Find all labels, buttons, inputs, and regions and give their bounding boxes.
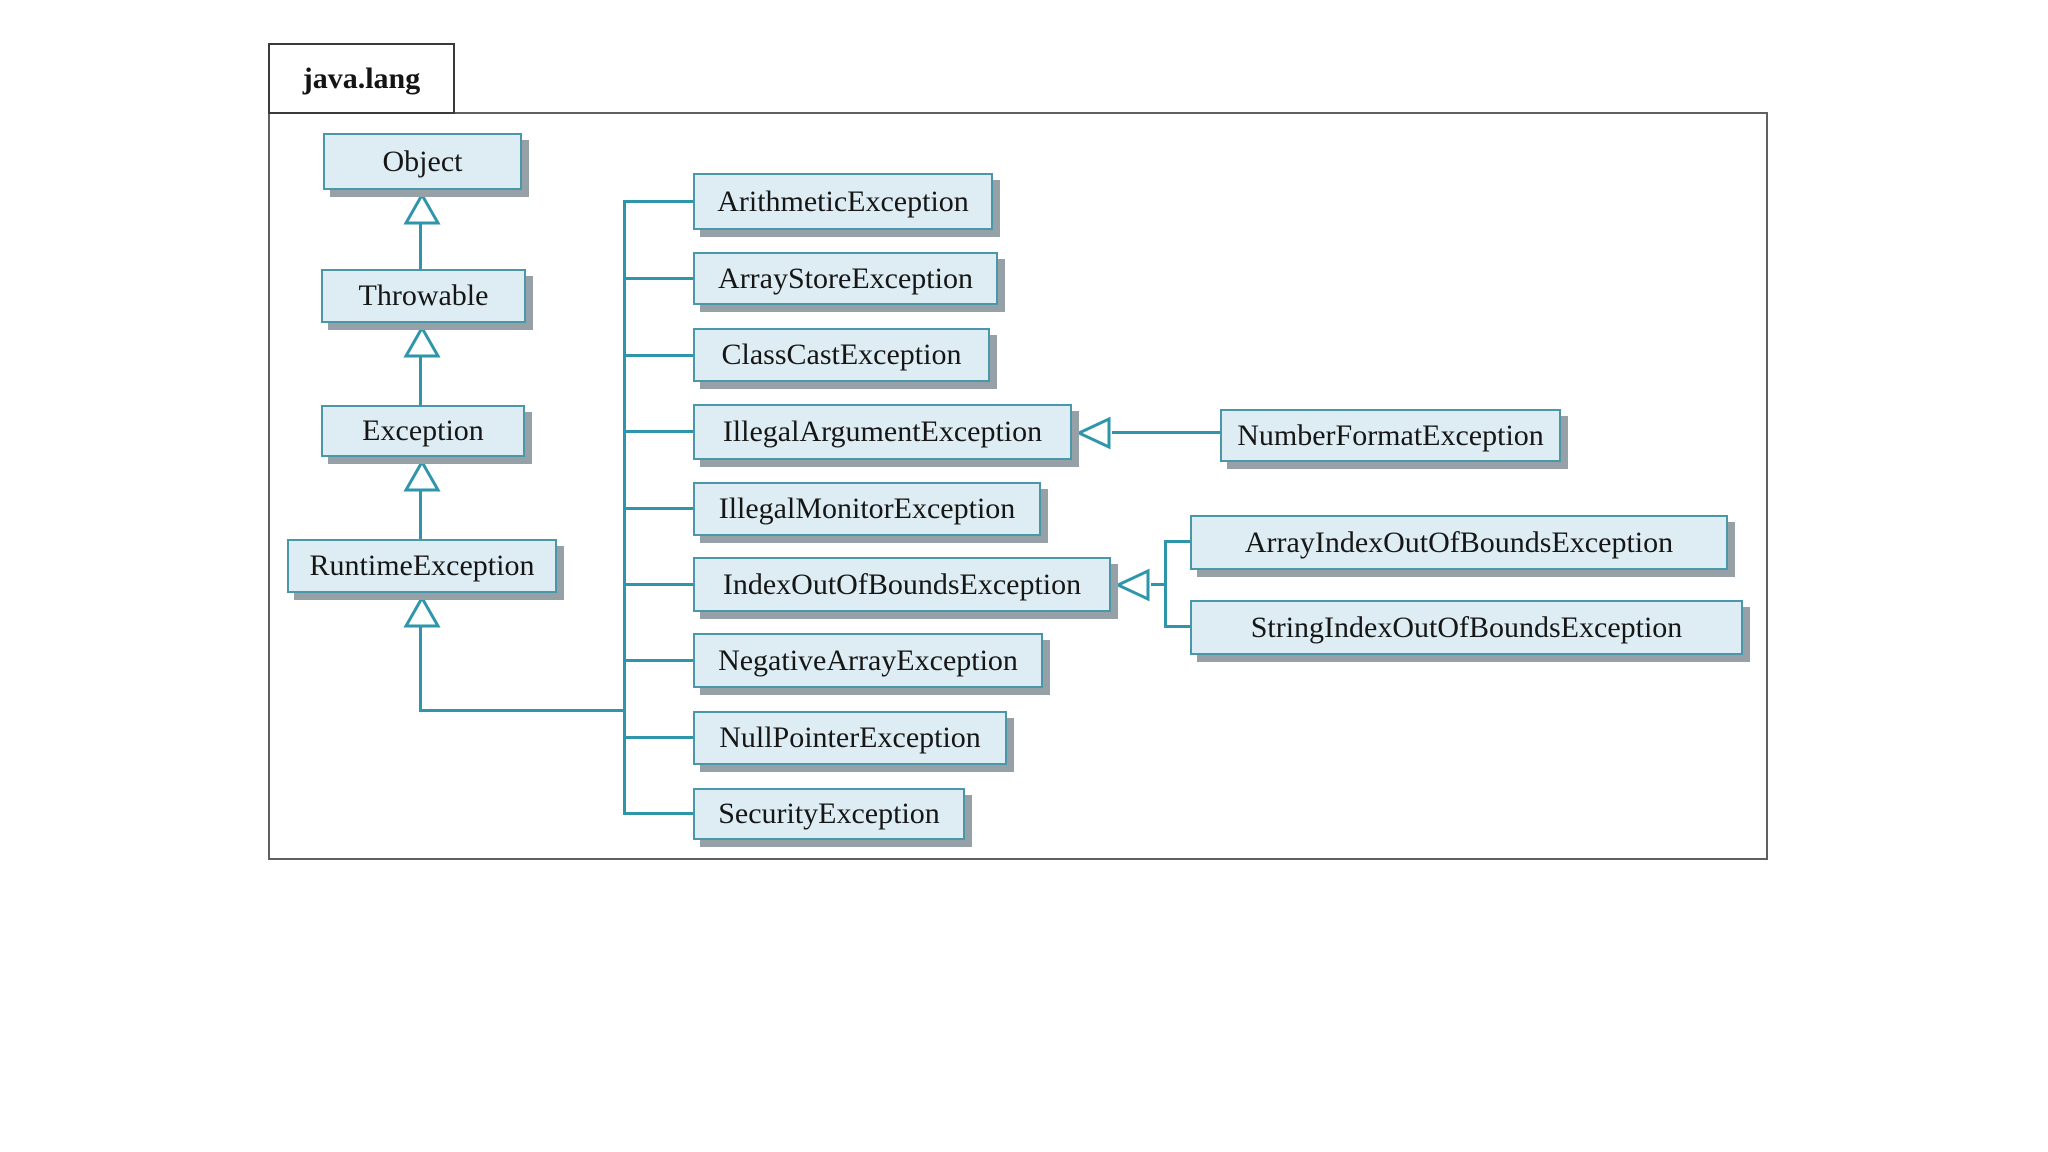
inheritance-arrow-left-index-out-of-bounds-icon [1114,568,1151,602]
class-box-array-store-exception: ArrayStoreException [693,252,998,305]
branch-index-out-of-bounds-exception [626,583,693,586]
connector-subclasses-to-runtime-horizontal [419,709,626,712]
branch-security-exception [626,812,693,815]
class-label: ArithmeticException [717,184,969,218]
branch-negative-array-exception [626,659,693,662]
branch-string-index-out-of-bounds [1164,625,1190,628]
inheritance-arrow-up-runtime-icon [403,594,441,629]
class-label: Throwable [358,279,489,312]
middle-column-spine [623,200,626,815]
inheritance-arrow-up-throwable-icon [403,324,441,359]
class-box-array-index-out-of-bounds-exception: ArrayIndexOutOfBoundsException [1190,515,1728,570]
connector-stub-index-out-of-bounds [1151,583,1167,586]
connector-junction-index-out-of-bounds [1164,540,1167,628]
connector-throwable-to-object [419,224,422,271]
inheritance-arrow-up-object-icon [403,191,441,226]
class-label: Object [382,144,463,178]
class-label: ArrayIndexOutOfBoundsException [1244,525,1674,559]
connector-subclasses-to-runtime-vertical [419,627,422,712]
class-box-illegal-monitor-exception: IllegalMonitorException [693,482,1041,536]
class-box-runtime-exception: RuntimeException [287,539,557,593]
class-label: RuntimeException [309,549,535,582]
class-label: ClassCastException [721,338,962,371]
package-tab: java.lang [268,43,455,114]
package-label: java.lang [302,61,421,95]
class-label: NullPointerException [719,721,981,754]
connector-exception-to-throwable [419,357,422,407]
connector-runtime-to-exception [419,491,422,541]
class-box-illegal-argument-exception: IllegalArgumentException [693,404,1072,460]
class-box-null-pointer-exception: NullPointerException [693,711,1007,765]
branch-illegal-argument-exception [626,430,693,433]
class-box-exception: Exception [321,405,525,457]
class-box-string-index-out-of-bounds-exception: StringIndexOutOfBoundsException [1190,600,1743,655]
class-box-throwable: Throwable [321,269,526,323]
branch-null-pointer-exception [626,736,693,739]
class-box-security-exception: SecurityException [693,788,965,840]
class-label: StringIndexOutOfBoundsException [1250,610,1683,644]
class-box-object: Object [323,133,522,190]
branch-illegal-monitor-exception [626,507,693,510]
branch-class-cast-exception [626,354,693,357]
connector-number-format-to-illegal-argument [1112,431,1220,434]
class-box-negative-array-exception: NegativeArrayException [693,633,1043,688]
class-box-arithmetic-exception: ArithmeticException [693,173,993,230]
class-label: NumberFormatException [1237,418,1544,452]
class-box-class-cast-exception: ClassCastException [693,328,990,382]
inheritance-arrow-up-exception-icon [403,458,441,493]
branch-array-index-out-of-bounds [1164,540,1190,543]
inheritance-arrow-left-illegal-argument-icon [1075,416,1112,450]
branch-array-store-exception [626,277,693,280]
class-box-index-out-of-bounds-exception: IndexOutOfBoundsException [693,557,1111,612]
branch-arithmetic-exception [626,200,693,203]
class-label: IllegalArgumentException [722,415,1043,448]
class-label: IllegalMonitorException [718,492,1016,525]
class-label: ArrayStoreException [718,261,973,295]
class-box-number-format-exception: NumberFormatException [1220,409,1561,462]
class-label: Exception [362,414,484,447]
class-label: SecurityException [718,797,940,830]
class-label: IndexOutOfBoundsException [722,567,1082,601]
class-label: NegativeArrayException [718,643,1018,677]
